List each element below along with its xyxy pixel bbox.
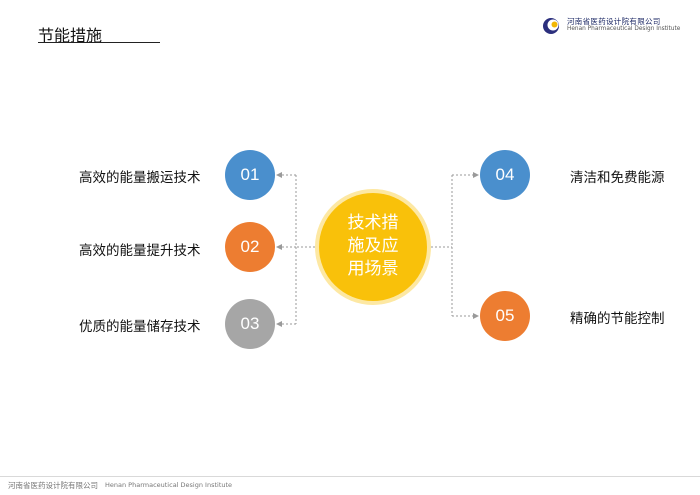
node-02-circle: 02 — [225, 222, 275, 272]
footer-en-text: Henan Pharmaceutical Design Institute — [105, 481, 233, 489]
node-03-label: 优质的能量储存技术 — [79, 319, 201, 335]
page-title: 节能措施 — [38, 26, 103, 45]
node-02-label: 高效的能量提升技术 — [79, 243, 201, 259]
center-line-2: 施及应 — [347, 236, 399, 256]
logo-cn-text: 河南省医药设计院有限公司 — [567, 17, 661, 26]
node-01-circle: 01 — [225, 150, 275, 200]
footer-divider — [0, 476, 700, 477]
node-04-circle: 04 — [480, 150, 530, 200]
company-logo-icon — [543, 18, 559, 34]
footer-cn-text: 河南省医药设计院有限公司 — [8, 481, 98, 490]
node-05-label: 精确的节能控制 — [570, 311, 665, 327]
company-logo: 河南省医药设计院有限公司 Henan Pharmaceutical Design… — [542, 14, 692, 36]
center-line-1: 技术措 — [347, 213, 399, 233]
node-04-label: 清洁和免费能源 — [570, 170, 665, 186]
center-line-3: 用场景 — [347, 259, 399, 279]
node-03-circle: 03 — [225, 299, 275, 349]
logo-en-text: Henan Pharmaceutical Design Institute — [567, 26, 681, 32]
center-node-text: 技术措 施及应 用场景 — [319, 212, 427, 281]
center-node: 技术措 施及应 用场景 — [319, 193, 427, 301]
title-underline — [38, 42, 160, 43]
node-05-circle: 05 — [480, 291, 530, 341]
node-01-label: 高效的能量搬运技术 — [79, 170, 201, 186]
